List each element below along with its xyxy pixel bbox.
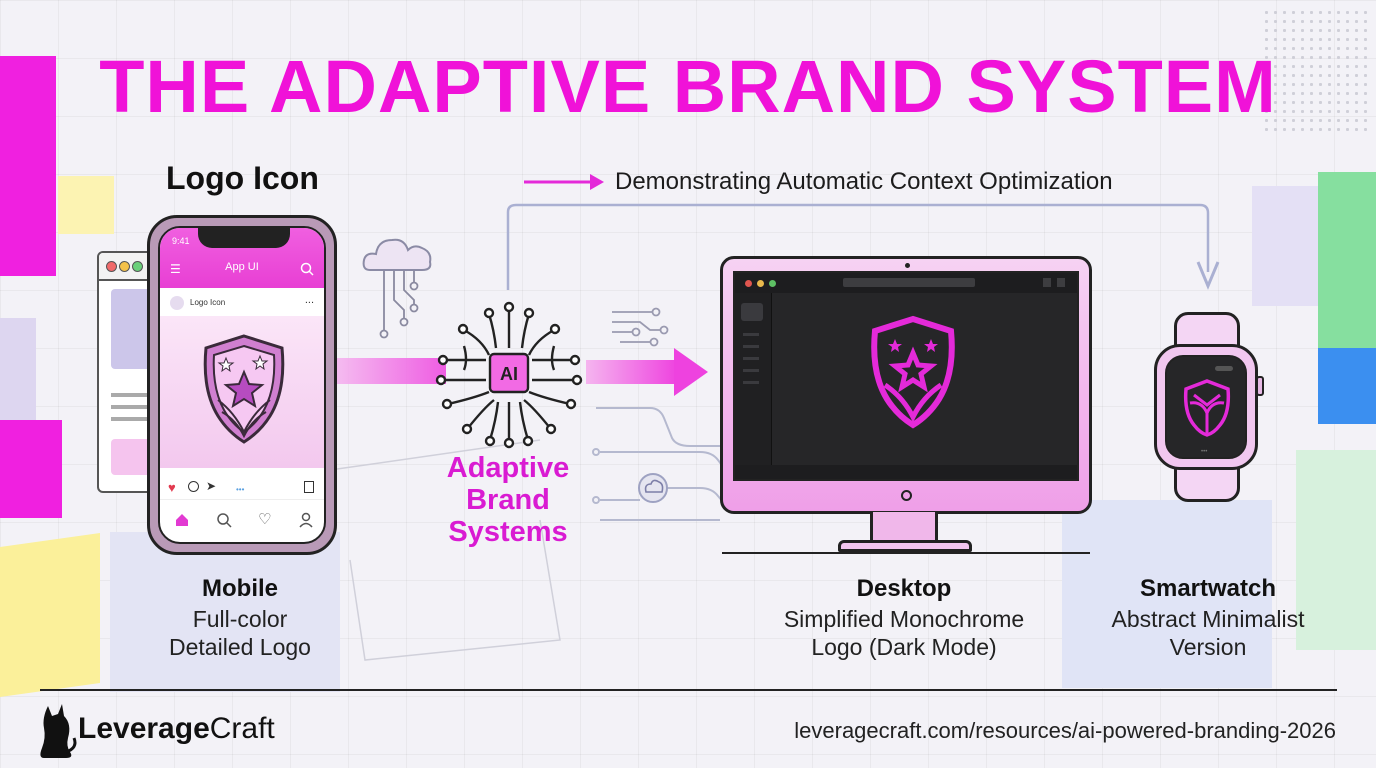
desktop-caption: Desktop Simplified Monochrome Logo (Dark… xyxy=(754,575,1054,661)
monitor-screen xyxy=(733,271,1079,481)
desktop-line: Logo (Dark Mode) xyxy=(811,634,997,660)
resource-url: leveragecraft.com/resources/ai-powered-b… xyxy=(794,718,1336,743)
loop-connector-head xyxy=(1196,261,1220,290)
monitor-stand xyxy=(870,512,938,542)
camera-dot xyxy=(905,263,910,268)
search-icon[interactable] xyxy=(300,262,314,276)
post-header: Logo Icon ... xyxy=(160,288,324,316)
window-max-dot xyxy=(132,261,143,272)
deco-block xyxy=(1318,348,1376,424)
smartwatch-line: Abstract Minimalist xyxy=(1111,606,1305,632)
subtitle-arrow-head xyxy=(590,174,604,190)
phone-app-bar: 9:41 ☰ App UI xyxy=(160,228,324,288)
dark-sidebar xyxy=(735,293,772,467)
page-title: THE ADAPTIVE BRAND SYSTEM xyxy=(99,45,1277,128)
deco-block xyxy=(0,420,62,518)
brand-bold: Leverage xyxy=(78,712,210,745)
profile-icon[interactable] xyxy=(298,512,314,528)
monitor-base xyxy=(838,540,972,552)
post-actions: ♥ ➤ ••• xyxy=(160,479,324,500)
adaptive-label-line: Systems xyxy=(448,516,568,548)
monitor-body xyxy=(720,256,1092,514)
post-menu-icon[interactable]: ... xyxy=(304,294,314,306)
mobile-line: Detailed Logo xyxy=(169,634,311,660)
desktop-heading: Desktop xyxy=(856,575,952,602)
deco-block xyxy=(58,176,114,234)
deco-block xyxy=(1062,500,1272,688)
brand-wordmark: LeverageCraft xyxy=(78,712,275,746)
deco-block xyxy=(1296,450,1376,650)
watch-screen: ••• xyxy=(1165,355,1247,459)
desk-line xyxy=(722,552,1090,554)
menu-icon[interactable]: ☰ xyxy=(170,262,181,276)
brand-light: Craft xyxy=(209,712,275,745)
heart-tab-icon[interactable]: ♡ xyxy=(258,511,272,528)
deco-block xyxy=(110,532,340,692)
ai-brain-icon: AI xyxy=(435,301,583,449)
subtitle: Demonstrating Automatic Context Optimiza… xyxy=(615,168,1113,195)
mobile-phone: 9:41 ☰ App UI Logo Icon ... ♥ xyxy=(147,215,337,555)
mobile-line: Full-color xyxy=(192,606,288,632)
adaptive-brand-systems-label: Adaptive Brand Systems xyxy=(418,452,598,548)
heart-icon[interactable]: ♥ xyxy=(168,480,176,495)
adaptive-label-line: Brand xyxy=(466,484,550,516)
deco-block xyxy=(1318,172,1376,350)
adaptive-label-line: Adaptive xyxy=(446,452,570,484)
avatar xyxy=(170,296,184,310)
dark-window-titlebar xyxy=(735,273,1077,293)
watch-case: ••• xyxy=(1154,344,1258,470)
post-label: Logo Icon xyxy=(190,298,226,307)
phone-to-ai-arrow xyxy=(334,358,446,384)
watch-crown[interactable] xyxy=(1256,376,1264,396)
bookmark-icon[interactable] xyxy=(304,481,314,493)
smartwatch-caption: Smartwatch Abstract Minimalist Version xyxy=(1088,575,1328,661)
mobile-caption: Mobile Full-color Detailed Logo xyxy=(140,575,340,661)
mobile-heading: Mobile xyxy=(202,575,278,602)
logo-icon-heading: Logo Icon xyxy=(166,160,319,196)
window-min-dot xyxy=(119,261,130,272)
dot-pattern xyxy=(1262,8,1372,134)
deco-block xyxy=(0,318,36,428)
window-close-dot xyxy=(106,261,117,272)
phone-tab-bar: ♡ xyxy=(160,499,324,542)
phone-app-title: App UI xyxy=(225,261,259,273)
smartwatch-heading: Smartwatch xyxy=(1139,575,1277,602)
abstract-shield-icon xyxy=(1183,379,1231,437)
shield-star-monochrome-icon xyxy=(871,315,955,429)
comment-icon[interactable] xyxy=(188,481,199,492)
cloud-icon xyxy=(362,238,432,271)
post-image xyxy=(160,316,324,468)
search-tab-icon[interactable] xyxy=(216,512,232,528)
carousel-dots: ••• xyxy=(236,485,245,494)
share-icon[interactable]: ➤ xyxy=(206,479,217,493)
desktop-line: Simplified Monochrome xyxy=(783,606,1025,632)
smartwatch-line: Version xyxy=(1169,634,1247,660)
home-icon[interactable] xyxy=(174,512,190,528)
desktop-monitor xyxy=(720,256,1092,552)
loop-connector xyxy=(506,203,1210,290)
ai-to-desktop-arrow-head xyxy=(674,348,708,396)
cloud-node xyxy=(638,473,668,503)
monitor-power-button[interactable] xyxy=(901,490,912,501)
phone-screen: 9:41 ☰ App UI Logo Icon ... ♥ xyxy=(158,226,326,544)
cat-logo-icon xyxy=(40,704,77,758)
ai-to-desktop-arrow xyxy=(586,360,678,384)
shield-star-icon xyxy=(203,334,285,444)
deco-block xyxy=(1252,186,1326,306)
deco-block xyxy=(0,56,56,276)
phone-time: 9:41 xyxy=(172,236,190,246)
ai-chip-label: AI xyxy=(500,364,518,384)
phone-notch xyxy=(198,228,290,248)
footer-divider xyxy=(40,689,1337,691)
smartwatch: ••• xyxy=(1152,312,1264,504)
